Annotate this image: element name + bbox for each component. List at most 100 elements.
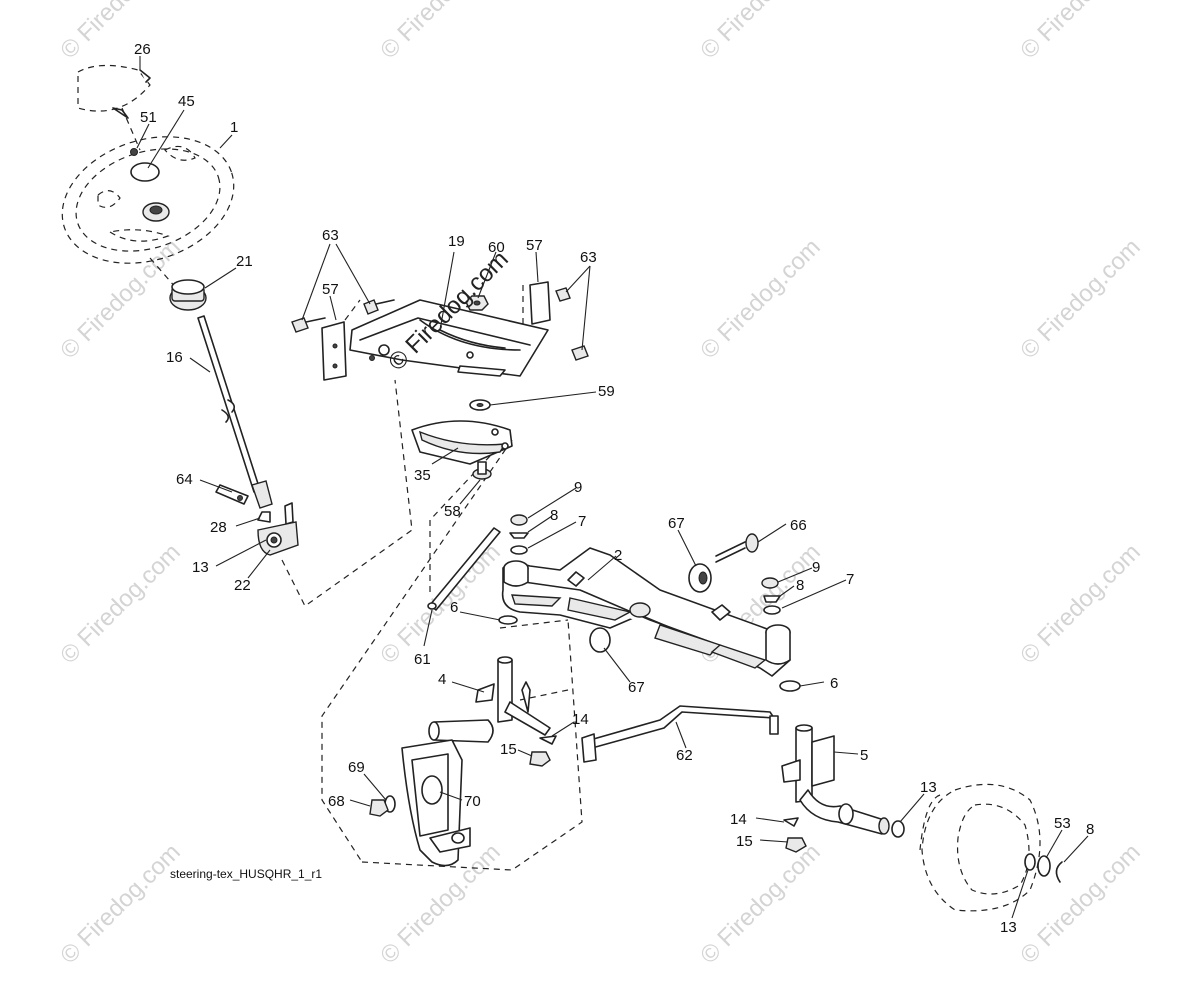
- clip-14-right: [783, 817, 799, 827]
- callout-15: 15: [500, 741, 517, 758]
- callout-62: 62: [676, 747, 693, 764]
- steering-wheel-spline-hub: [142, 202, 170, 222]
- callout-8: 8: [550, 507, 558, 524]
- steering-support-bracket: [349, 299, 549, 377]
- spacer-67-lower: [589, 627, 611, 653]
- sector-gear: [411, 420, 513, 465]
- watermark: © Firedog.com: [695, 839, 826, 970]
- callout-8: 8: [1086, 821, 1094, 838]
- spacer-67-upper: [688, 563, 712, 593]
- callout-70: 70: [464, 793, 481, 810]
- callout-labels: 26 45 51 1 21 16 64 28 13 22 63 19 60 57…: [134, 41, 1094, 936]
- steering-wheel-cap: [77, 64, 151, 119]
- bolt-63: [571, 345, 589, 361]
- washer-59: [469, 399, 491, 411]
- bolt-63: [291, 317, 326, 333]
- callout-69: 69: [348, 759, 365, 776]
- callout-22: 22: [234, 577, 251, 594]
- watermark: © Firedog.com: [55, 234, 186, 365]
- callout-2: 2: [614, 547, 622, 564]
- callout-57: 57: [322, 281, 339, 298]
- callout-9: 9: [812, 559, 820, 576]
- callout-28: 28: [210, 519, 227, 536]
- callout-4: 4: [438, 671, 446, 688]
- watermark: © Firedog.com: [55, 0, 186, 64]
- hardware-stack-right: [761, 577, 781, 615]
- callout-8: 8: [796, 577, 804, 594]
- callout-15: 15: [736, 833, 753, 850]
- watermark: © Firedog.com: [695, 234, 826, 365]
- clip-8: [1055, 861, 1063, 883]
- diagram-code: steering-tex_HUSQHR_1_r1: [170, 867, 322, 881]
- callout-9: 9: [574, 479, 582, 496]
- callout-35: 35: [414, 467, 431, 484]
- nut-15-right: [785, 837, 807, 853]
- callout-13: 13: [1000, 919, 1017, 936]
- shoulder-bolt-58: [472, 461, 492, 480]
- leader-lines: [136, 56, 1089, 919]
- front-wheel: [919, 783, 1041, 912]
- clip-14-left: [539, 735, 557, 745]
- callout-53: 53: [1054, 815, 1071, 832]
- callout-66: 66: [790, 517, 807, 534]
- bolt-63: [363, 299, 395, 315]
- callout-45: 45: [178, 93, 195, 110]
- watermark: © Firedog.com: [1015, 0, 1146, 64]
- column-lower-bracket: [215, 484, 299, 556]
- column-gear-21: [169, 279, 207, 311]
- hex-nut-60: [465, 295, 489, 311]
- steering-plate-70: [401, 739, 471, 867]
- watermark: © Firedog.com: [695, 0, 826, 64]
- watermark: © Firedog.com: [375, 0, 506, 64]
- steering-wheel: [61, 136, 235, 264]
- left-spindle: [428, 656, 551, 743]
- callout-26: 26: [134, 41, 151, 58]
- right-spindle: [781, 724, 890, 835]
- watermark: © Firedog.com: [1015, 234, 1146, 365]
- callout-6: 6: [450, 599, 458, 616]
- callout-14: 14: [730, 811, 747, 828]
- spacer-plate-57-right: [529, 281, 551, 325]
- callout-67: 67: [628, 679, 645, 696]
- callout-61: 61: [414, 651, 431, 668]
- callout-68: 68: [328, 793, 345, 810]
- drag-link: [581, 705, 779, 763]
- callout-58: 58: [444, 503, 461, 520]
- pivot-bolt-66: [715, 533, 759, 563]
- callout-13: 13: [192, 559, 209, 576]
- nut-15-left: [529, 751, 551, 767]
- washer-6-left: [498, 615, 518, 625]
- watermark: © Firedog.com: [1015, 539, 1146, 670]
- callout-7: 7: [578, 513, 586, 530]
- callout-14: 14: [572, 711, 589, 728]
- callout-6: 6: [830, 675, 838, 692]
- front-axle: [501, 547, 791, 677]
- callout-16: 16: [166, 349, 183, 366]
- callout-19: 19: [448, 233, 465, 250]
- callout-63: 63: [580, 249, 597, 266]
- watermark-layer: © Firedog.com © Firedog.com © Firedog.co…: [55, 0, 1146, 969]
- callout-1: 1: [230, 119, 238, 136]
- callout-7: 7: [846, 571, 854, 588]
- nut-68: [369, 799, 389, 817]
- watermark: © Firedog.com: [55, 839, 186, 970]
- callout-63: 63: [322, 227, 339, 244]
- assembly-dashed-lines: [121, 107, 583, 871]
- callout-67: 67: [668, 515, 685, 532]
- pivot-pin-61: [427, 527, 501, 611]
- watermark: © Firedog.com: [55, 539, 186, 670]
- callout-59: 59: [598, 383, 615, 400]
- washer-13-outer: [1024, 853, 1036, 871]
- washer-53: [1037, 855, 1051, 877]
- callout-5: 5: [860, 747, 868, 764]
- hardware-stack-left: [509, 514, 529, 555]
- callout-60: 60: [488, 239, 505, 256]
- callout-64: 64: [176, 471, 193, 488]
- washer-6-right: [779, 680, 801, 692]
- callout-13: 13: [920, 779, 937, 796]
- steering-column: [169, 279, 273, 509]
- callout-57: 57: [526, 237, 543, 254]
- washer-13-right: [891, 820, 905, 838]
